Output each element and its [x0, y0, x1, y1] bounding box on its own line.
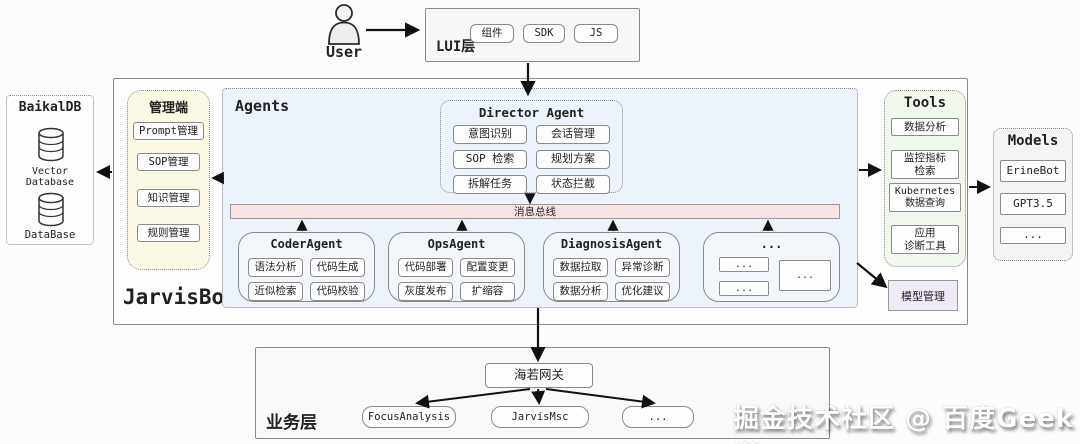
admin-item-sop: SOP管理	[137, 153, 200, 171]
coder-item-codegen: 代码生成	[310, 258, 365, 277]
admin-item-prompt: Prompt管理	[133, 122, 204, 140]
service-focusanalysis: FocusAnalysis	[362, 406, 456, 428]
lui-item-js: JS	[574, 24, 618, 43]
coder-agent-title: CoderAgent	[270, 237, 343, 251]
models-item-gpt35: GPT3.5	[1000, 193, 1066, 215]
database-icon	[38, 192, 64, 227]
tools-item-kubernetes-query: Kubernetes 数据查询	[889, 183, 961, 212]
diagnosis-item-pull: 数据拉取	[553, 258, 608, 277]
admin-panel-title: 管理端	[148, 101, 188, 116]
lui-layer-box: LUI层 组件 SDK JS	[425, 8, 640, 62]
message-bus: 消息总线	[230, 204, 840, 219]
ops-agent-title: OpsAgent	[427, 237, 486, 251]
diagnosis-agent-box: DiagnosisAgent 数据拉取 异常诊断 数据分析 优化建议	[543, 232, 680, 302]
more-agents-item: ...	[779, 260, 831, 291]
more-agents-title: ...	[760, 237, 783, 251]
agents-title: Agents	[235, 97, 290, 115]
director-item-sop-search: SOP 检索	[453, 150, 527, 169]
tools-box: Tools 数据分析 监控指标 检索 Kubernetes 数据查询 应用 诊断…	[884, 90, 966, 267]
director-item-state: 状态拦截	[536, 175, 610, 194]
ops-agent-box: OpsAgent 代码部署 配置变更 灰度发布 扩缩容	[388, 232, 525, 302]
diagnosis-item-analyze: 数据分析	[553, 282, 608, 301]
watermark-text: 掘金技术社区 @ 百度Geek说	[733, 404, 1075, 444]
lui-layer-title: LUI层	[436, 39, 476, 55]
director-item-decompose: 拆解任务	[453, 175, 527, 194]
admin-item-knowledge: 知识管理	[137, 189, 200, 207]
database-label: DataBase	[24, 229, 76, 241]
diagnosis-item-abnormal: 异常诊断	[615, 258, 670, 277]
ops-item-scale: 扩缩容	[460, 282, 515, 301]
vector-database-label: Vector Database	[25, 166, 75, 188]
coder-agent-box: CoderAgent 语法分析 代码生成 近似检索 代码校验	[238, 232, 375, 302]
diagnosis-item-suggest: 优化建议	[615, 282, 670, 301]
ops-item-gray: 灰度发布	[398, 282, 453, 301]
lui-item-sdk: SDK	[523, 24, 565, 43]
more-agents-item: ...	[719, 281, 769, 296]
models-item-more: ...	[1000, 227, 1066, 244]
more-agents-box: ... ... ... ...	[703, 232, 840, 302]
service-more: ...	[622, 406, 694, 428]
tools-item-data-analysis: 数据分析	[891, 118, 959, 136]
tools-item-app-diagnosis: 应用 诊断工具	[891, 225, 959, 254]
director-item-plan: 规划方案	[536, 150, 610, 169]
baikaldb-box: BaikalDB Vector Database DataBase	[6, 95, 94, 245]
user-icon	[328, 4, 360, 45]
jarvisbot-label: JarvisBot	[123, 285, 237, 309]
tools-item-monitor-search: 监控指标 检索	[891, 150, 959, 179]
lui-item-component: 组件	[470, 24, 514, 43]
models-box: Models ErineBot GPT3.5 ...	[993, 128, 1073, 261]
diagnosis-agent-title: DiagnosisAgent	[560, 237, 663, 251]
more-agents-item: ...	[719, 257, 769, 272]
model-management-box: 模型管理	[888, 280, 958, 311]
vector-database-icon	[38, 127, 64, 162]
admin-item-rules: 规则管理	[137, 224, 200, 242]
hairuo-gateway: 海若网关	[485, 363, 593, 388]
director-item-session: 会话管理	[536, 125, 610, 144]
ops-item-deploy: 代码部署	[398, 258, 453, 277]
service-jarvismsc: JarvisMsc	[491, 406, 589, 428]
user-label: User	[325, 43, 363, 61]
tools-title: Tools	[903, 95, 947, 111]
baikaldb-title: BaikalDB	[18, 100, 82, 115]
coder-item-similar: 近似检索	[248, 282, 303, 301]
business-layer-title: 业务层	[266, 413, 317, 433]
director-agent-title: Director Agent	[478, 105, 585, 120]
admin-panel-box: 管理端 Prompt管理 SOP管理 知识管理 规则管理	[127, 90, 210, 270]
models-title: Models	[1007, 133, 1059, 149]
coder-item-verify: 代码校验	[310, 282, 365, 301]
models-item-erinebot: ErineBot	[1000, 160, 1066, 182]
director-item-intent: 意图识别	[453, 125, 527, 144]
director-agent-box: Director Agent 意图识别 会话管理 SOP 检索 规划方案 拆解任…	[440, 100, 623, 194]
ops-item-config: 配置变更	[460, 258, 515, 277]
coder-item-syntax: 语法分析	[248, 258, 303, 277]
